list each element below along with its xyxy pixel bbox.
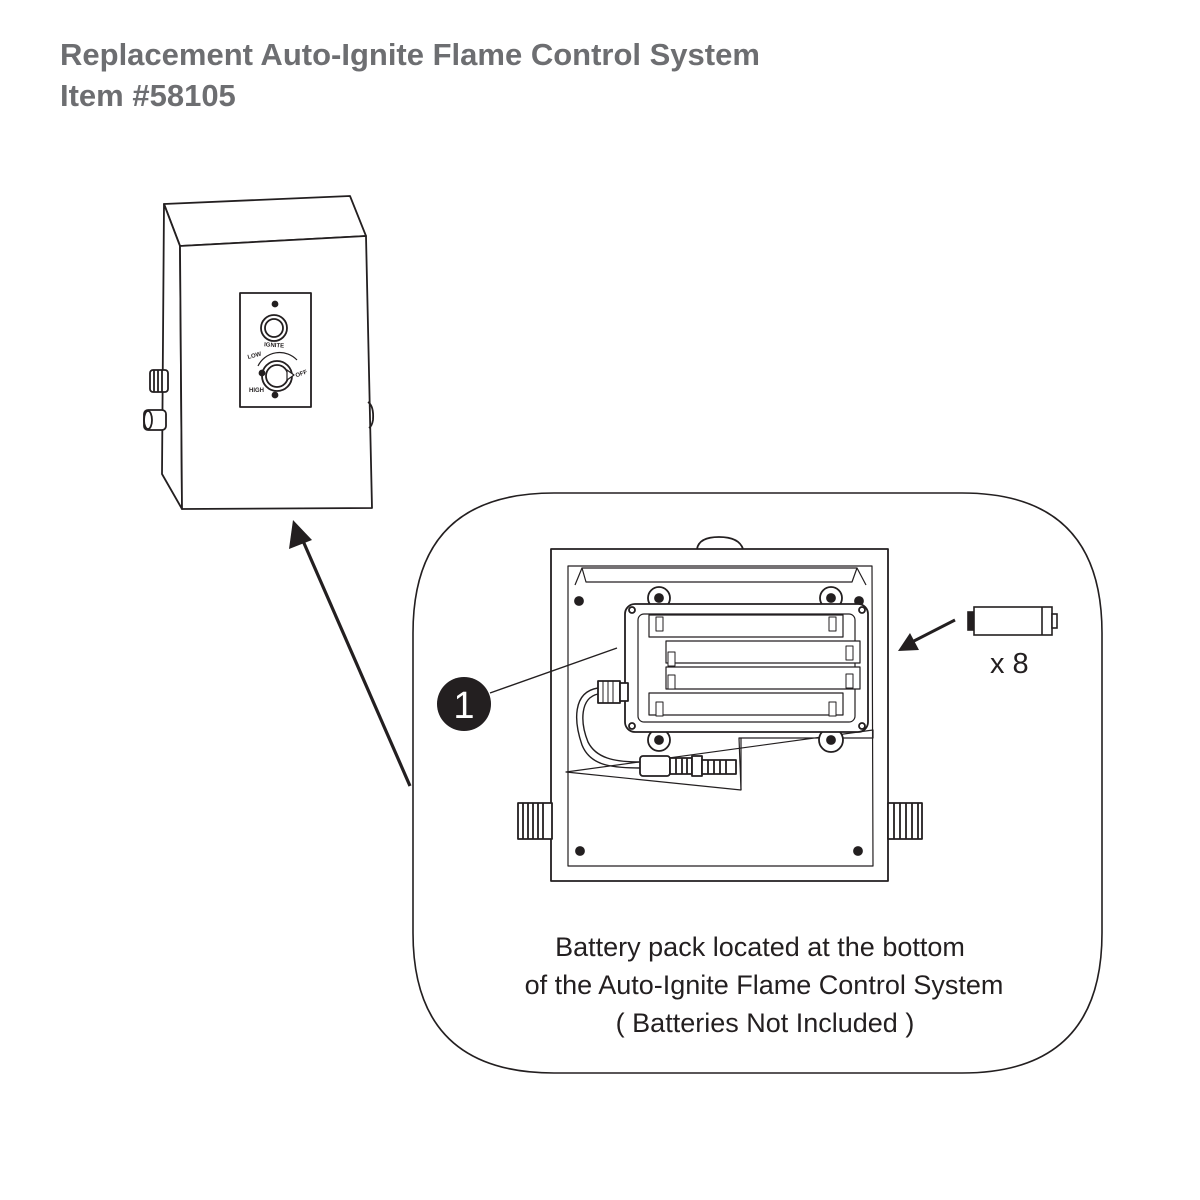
caption-line-2: of the Auto-Ignite Flame Control System xyxy=(525,970,1004,1000)
top-bump xyxy=(696,536,744,550)
inner-lip xyxy=(581,567,858,583)
rear-fitting xyxy=(367,401,375,429)
caption-line-3: ( Batteries Not Included ) xyxy=(616,1008,915,1038)
battery-quantity: x 8 xyxy=(990,648,1029,680)
callout-marker-1 xyxy=(437,677,491,731)
control-box xyxy=(143,195,375,510)
box-bottom-view xyxy=(517,536,923,882)
side-fitting-upper xyxy=(149,369,169,393)
high-label: HIGH xyxy=(249,388,264,394)
faceplate-screw-top xyxy=(271,300,279,308)
page-title: Replacement Auto-Ignite Flame Control Sy… xyxy=(60,37,760,72)
off-arrow-icon xyxy=(286,369,295,381)
battery-insert-arrow xyxy=(909,618,956,645)
corner-screw-tl xyxy=(574,596,584,606)
battery-wire xyxy=(576,687,641,769)
corner-screw-bl xyxy=(575,846,585,856)
control-box-side-face xyxy=(161,203,183,510)
battery-slot-2 xyxy=(665,640,861,664)
cable-gland xyxy=(597,680,629,704)
marker-leader-line xyxy=(489,647,618,694)
pointer-arrow xyxy=(298,533,412,787)
corner-screw-br xyxy=(853,846,863,856)
battery-insert-arrowhead-icon xyxy=(898,633,919,651)
battery-slot-4 xyxy=(648,692,844,716)
battery-slot-1 xyxy=(648,614,844,638)
battery-slot-3 xyxy=(665,666,861,690)
title-block: Replacement Auto-Ignite Flame Control Sy… xyxy=(60,34,760,116)
off-label: OFF xyxy=(295,369,309,379)
aa-battery-icon xyxy=(967,606,1058,636)
knob-arc xyxy=(257,351,298,367)
right-fitting xyxy=(887,802,923,840)
faceplate-screw-bottom xyxy=(271,391,279,399)
caption-line-1: Battery pack located at the bottom xyxy=(555,932,965,962)
low-label: LOW xyxy=(247,351,262,361)
item-number: Item #58105 xyxy=(60,78,236,113)
callout-marker-number: 1 xyxy=(453,685,474,727)
pointer-arrowhead-icon xyxy=(289,520,312,549)
low-indicator-dot xyxy=(258,369,266,377)
wire-connector xyxy=(639,755,737,777)
left-fitting xyxy=(517,802,553,840)
ignite-label: IGNITE xyxy=(264,342,284,349)
side-fitting-lower xyxy=(143,409,167,431)
ignite-button[interactable] xyxy=(260,314,288,342)
